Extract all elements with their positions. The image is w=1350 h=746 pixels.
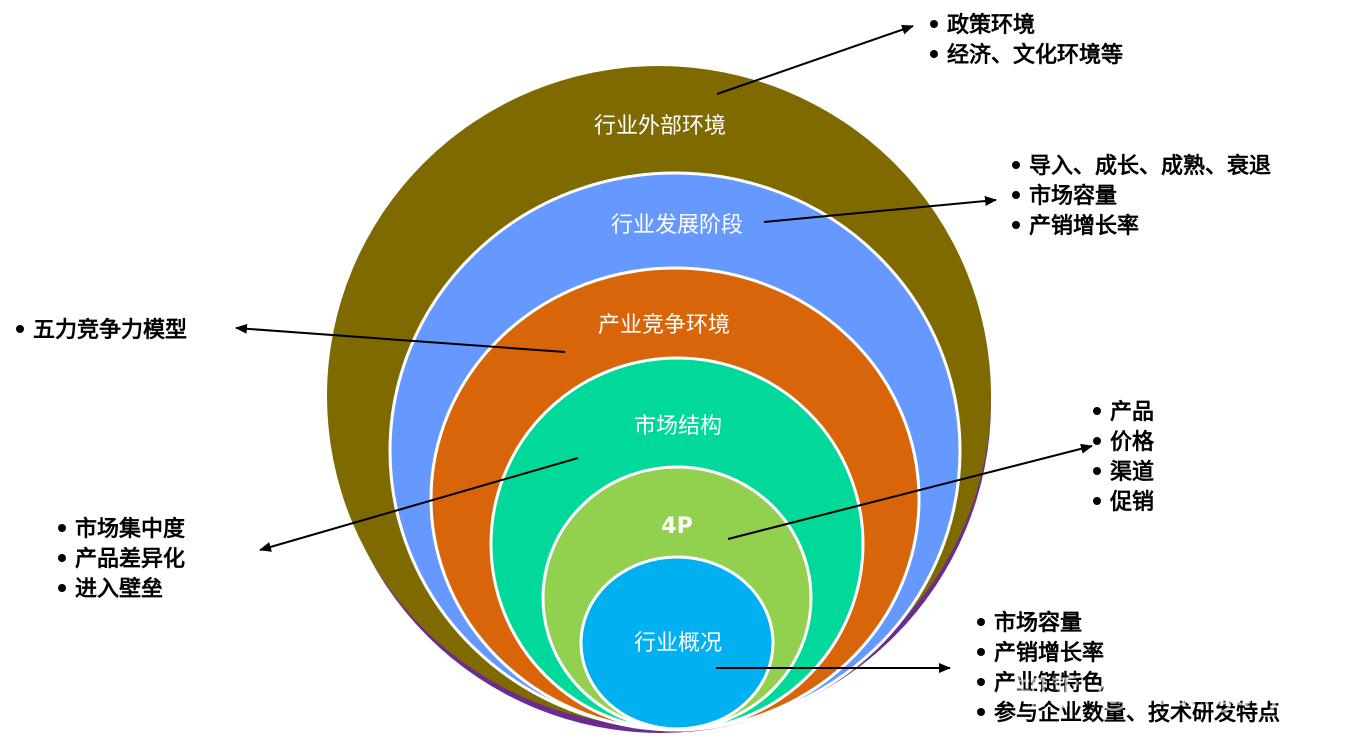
list-item: 政策环境 xyxy=(930,10,1123,40)
list-item: 价格 xyxy=(1093,427,1154,457)
list-item: 市场集中度 xyxy=(58,514,185,544)
list-item: 五力竞争力模型 xyxy=(16,315,187,345)
four-p-callout-list: 产品 价格 渠道 促销 xyxy=(1093,397,1154,517)
list-item: 产品差异化 xyxy=(58,544,185,574)
outer-callout-list: 政策环境 经济、文化环境等 xyxy=(930,10,1123,70)
market-structure-label: 市场结构 xyxy=(634,414,722,439)
four-p-arrow xyxy=(727,443,1093,540)
competition-arrow xyxy=(235,323,566,353)
list-item: 促销 xyxy=(1093,487,1154,517)
market-structure-callout-list: 市场集中度 产品差异化 进入壁垒 xyxy=(58,514,185,604)
list-item: 市场容量 xyxy=(1012,181,1271,211)
list-item: 经济、文化环境等 xyxy=(930,40,1123,70)
list-item: 产业链特色 xyxy=(977,668,1280,698)
development-stage-label: 行业发展阶段 xyxy=(611,213,743,238)
watermark-text: 知乎 @mengsiyi xyxy=(1012,673,1295,714)
overview-circle xyxy=(579,555,775,731)
four-p-label: 4P xyxy=(661,514,692,539)
development-callout-list: 导入、成长、成熟、衰退 市场容量 产销增长率 xyxy=(1012,151,1271,241)
market-structure-arrow xyxy=(259,457,579,552)
list-item: 参与企业数量、技术研发特点 xyxy=(977,698,1280,728)
overview-callout-list: 市场容量 产销增长率 产业链特色 参与企业数量、技术研发特点 xyxy=(977,608,1280,728)
outer-arrow xyxy=(716,24,914,95)
list-item: 产销增长率 xyxy=(977,638,1280,668)
competition-label: 产业竞争环境 xyxy=(598,313,730,338)
list-item: 渠道 xyxy=(1093,457,1154,487)
development-arrow xyxy=(763,196,997,223)
outer-environment-label: 行业外部环境 xyxy=(594,114,726,139)
list-item: 产品 xyxy=(1093,397,1154,427)
competition-callout-list: 五力竞争力模型 xyxy=(16,315,187,345)
list-item: 产销增长率 xyxy=(1012,211,1271,241)
list-item: 进入壁垒 xyxy=(58,574,185,604)
overview-label: 行业概况 xyxy=(634,631,722,656)
list-item: 市场容量 xyxy=(977,608,1280,638)
list-item: 导入、成长、成熟、衰退 xyxy=(1012,151,1271,181)
